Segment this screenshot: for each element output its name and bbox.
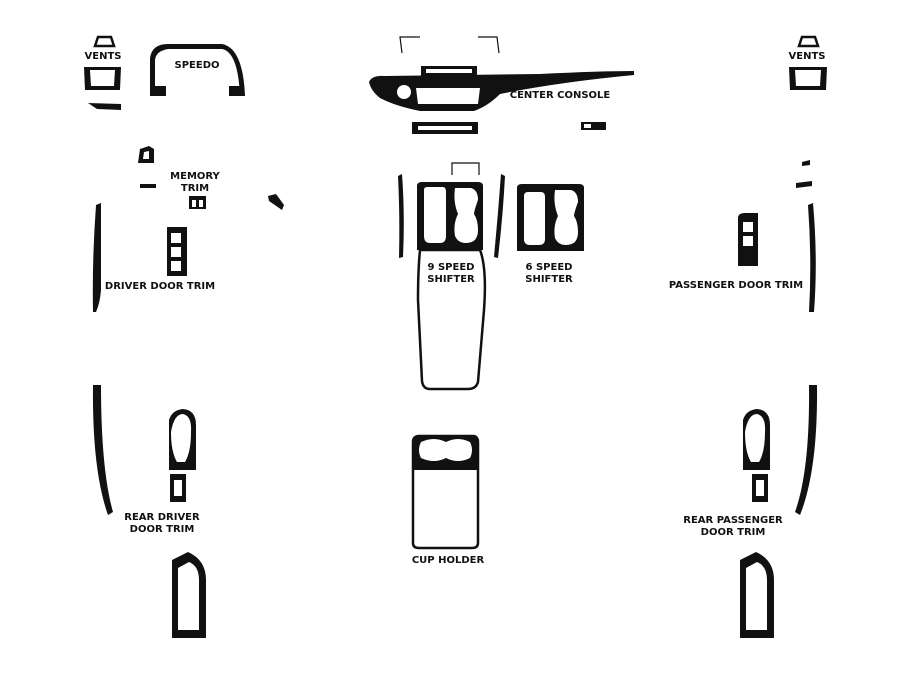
console-bracket-right bbox=[478, 36, 500, 54]
label-rear-driver-door-trim: REAR DRIVER DOOR TRIM bbox=[118, 512, 206, 536]
center-console-main-piece bbox=[369, 71, 634, 111]
rear-driver-door-strip-piece bbox=[92, 385, 113, 515]
label-vents-left: VENTS bbox=[84, 51, 122, 62]
label-vents-right: VENTS bbox=[788, 51, 826, 62]
label-center-console: CENTER CONSOLE bbox=[509, 90, 611, 101]
label-memory-trim-line1: MEMORY bbox=[170, 171, 220, 182]
memory-strip-piece bbox=[140, 184, 156, 188]
shifter9-right-rail-piece bbox=[494, 174, 505, 258]
shifter9-bezel-piece bbox=[417, 182, 483, 250]
shifter9-top-piece bbox=[451, 162, 480, 175]
console-bracket-left bbox=[399, 36, 420, 54]
console-lower-slot bbox=[412, 122, 478, 134]
vent-left-small-piece bbox=[93, 35, 116, 48]
rear-passenger-pull-piece bbox=[740, 552, 774, 638]
label-rear-passenger-door-trim: REAR PASSENGER DOOR TRIM bbox=[680, 515, 786, 539]
console-small-slot bbox=[421, 66, 477, 76]
label-6-speed-shifter: 6 SPEED SHIFTER bbox=[520, 262, 578, 286]
label-memory-trim: MEMORY TRIM bbox=[166, 171, 224, 195]
label-rear-passenger-line2: DOOR TRIM bbox=[700, 527, 766, 538]
passenger-small-piece-b bbox=[796, 181, 812, 188]
vent-right-bezel-piece bbox=[789, 67, 827, 90]
memory-switch-piece bbox=[138, 146, 154, 163]
label-rear-driver-line1: REAR DRIVER bbox=[124, 512, 200, 523]
label-6-speed-line2: SHIFTER bbox=[525, 274, 573, 285]
driver-door-strip-piece bbox=[92, 203, 101, 312]
label-cup-holder: CUP HOLDER bbox=[411, 555, 485, 566]
label-rear-passenger-line1: REAR PASSENGER bbox=[683, 515, 783, 526]
rear-passenger-door-strip-piece bbox=[795, 385, 818, 515]
shifter6-bezel-piece bbox=[517, 184, 584, 251]
label-memory-trim-line2: TRIM bbox=[180, 183, 210, 194]
label-speedo: SPEEDO bbox=[174, 60, 220, 71]
shifter9-left-rail-piece bbox=[398, 174, 404, 258]
label-passenger-door-trim: PASSENGER DOOR TRIM bbox=[668, 280, 804, 291]
speedo-trim-piece bbox=[150, 44, 245, 96]
label-6-speed-line1: 6 SPEED bbox=[525, 262, 573, 273]
rear-driver-pull-piece bbox=[172, 552, 206, 638]
driver-window-switch-piece bbox=[167, 227, 187, 276]
cup-holder-piece bbox=[411, 434, 480, 550]
passenger-door-strip-piece bbox=[808, 203, 816, 312]
memory-corner-piece bbox=[268, 194, 284, 210]
label-9-speed-shifter: 9 SPEED SHIFTER bbox=[422, 262, 480, 286]
vent-left-bezel-piece bbox=[84, 67, 121, 90]
rear-passenger-window-switch-piece bbox=[743, 409, 770, 502]
label-9-speed-line1: 9 SPEED bbox=[427, 262, 475, 273]
shifter9-console-outline-piece bbox=[416, 248, 487, 391]
passenger-window-switch-piece bbox=[738, 213, 758, 266]
rear-driver-window-switch-piece bbox=[169, 409, 196, 502]
vent-left-strip-piece bbox=[88, 103, 121, 110]
vent-right-small-piece bbox=[797, 35, 820, 48]
label-rear-driver-line2: DOOR TRIM bbox=[129, 524, 195, 535]
passenger-small-piece-a bbox=[802, 160, 810, 166]
label-9-speed-line2: SHIFTER bbox=[427, 274, 475, 285]
memory-buttons-piece bbox=[189, 196, 206, 209]
console-switch-piece bbox=[581, 122, 606, 130]
label-driver-door-trim: DRIVER DOOR TRIM bbox=[104, 281, 216, 292]
